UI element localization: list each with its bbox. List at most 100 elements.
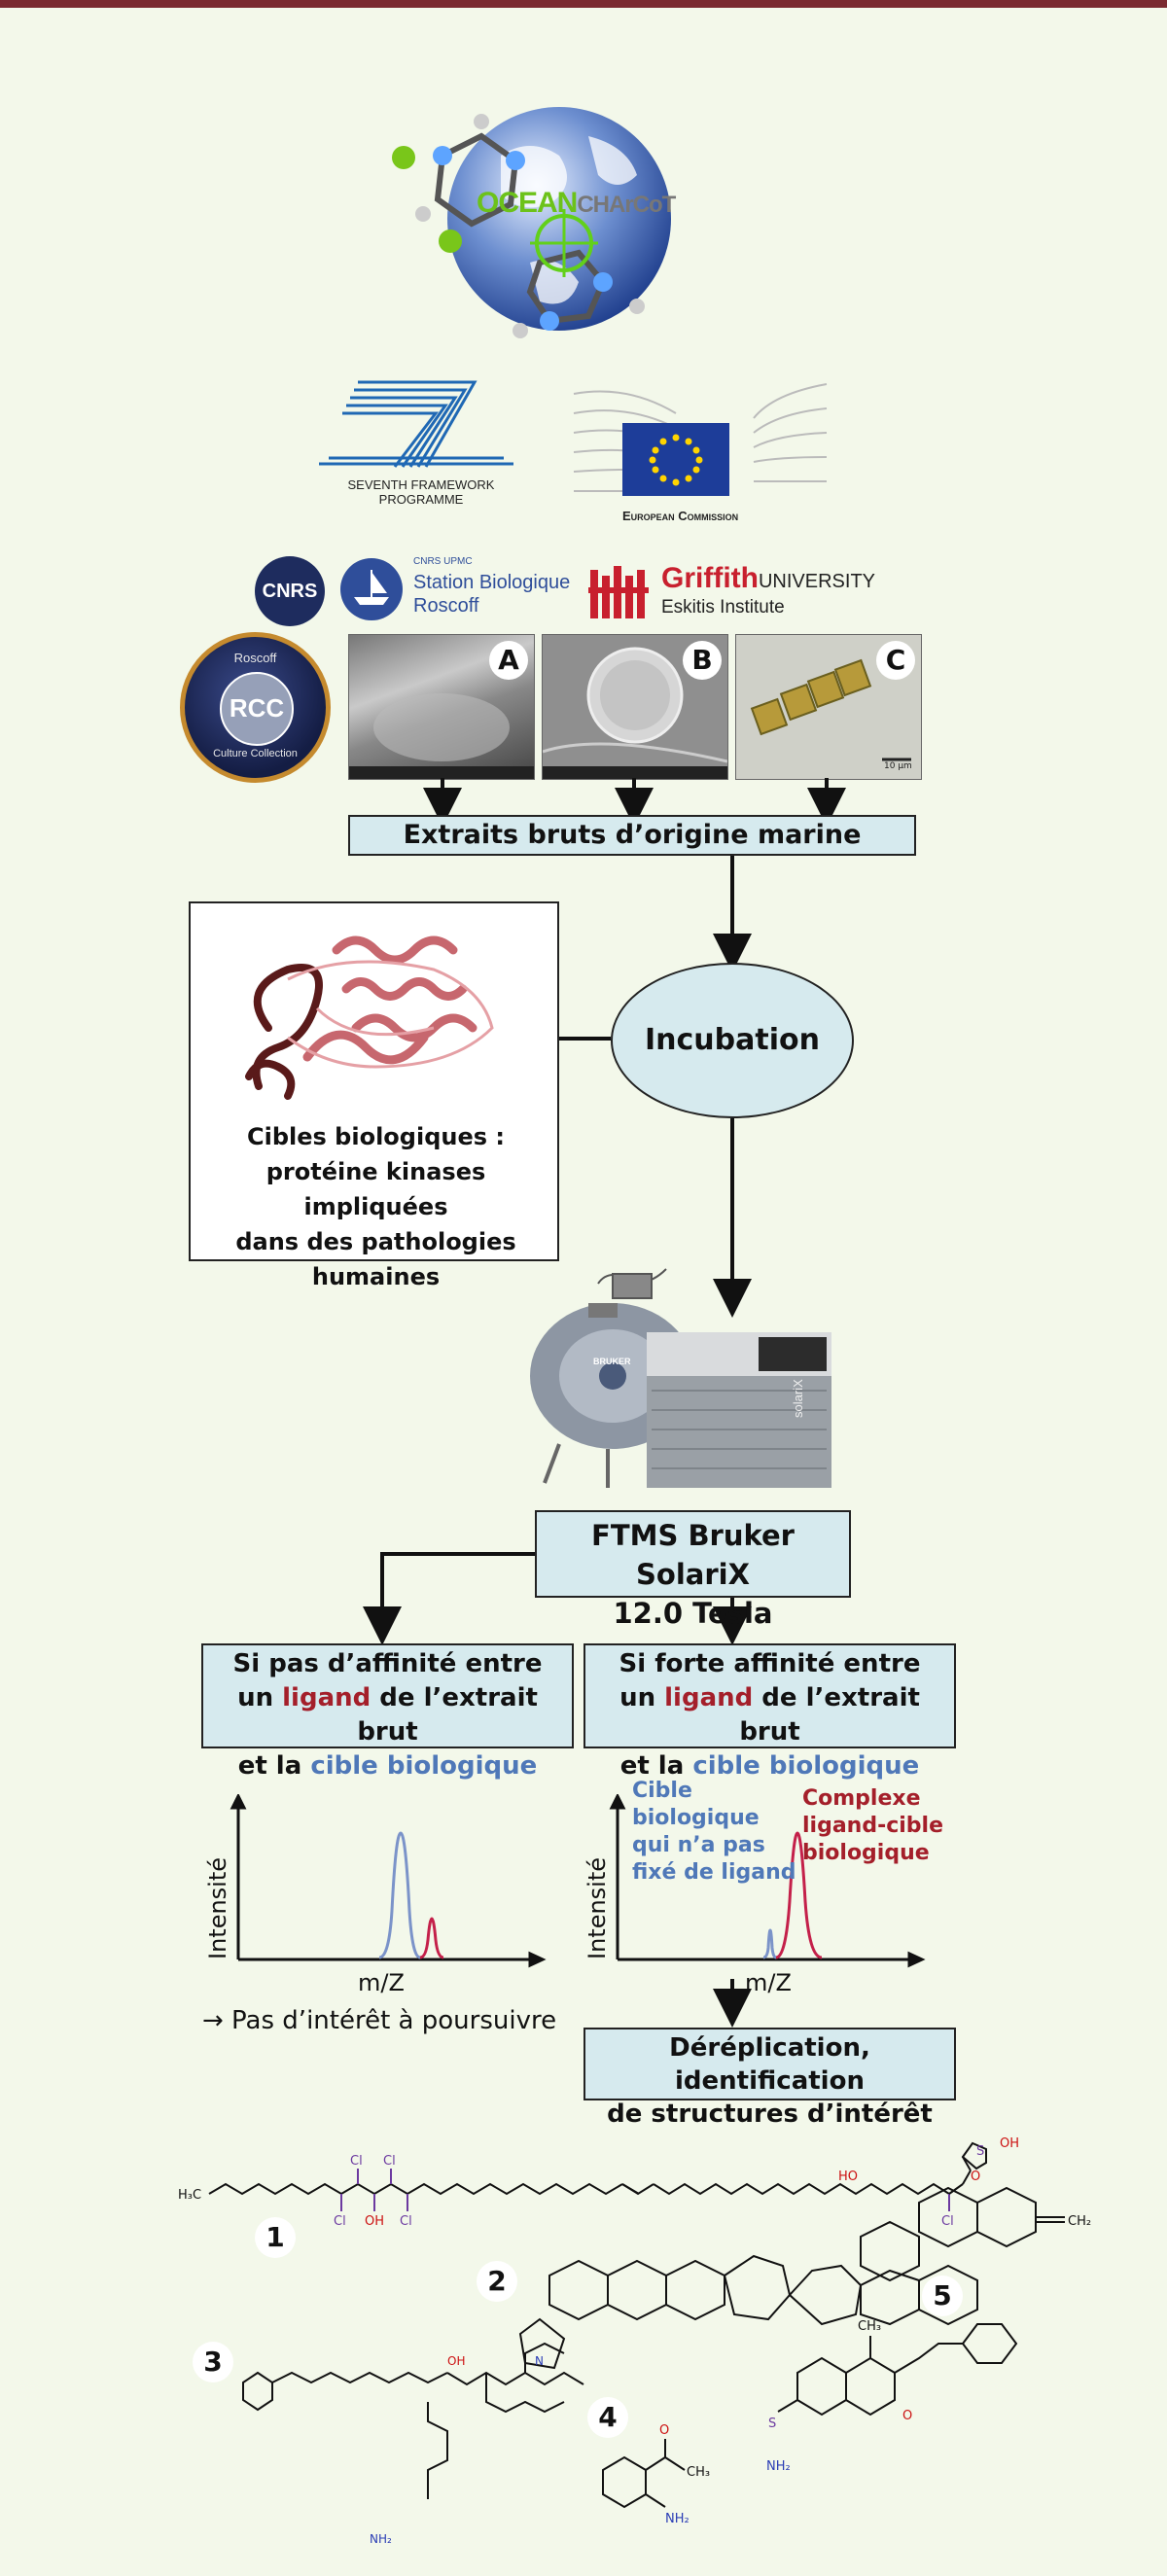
- c1-oh: OH: [365, 2214, 384, 2229]
- photo-c-label: C: [876, 641, 915, 680]
- dereplication-line2: de structures d’intérêt: [607, 2100, 933, 2129]
- c1-o: O: [971, 2170, 980, 2184]
- c1-cl5: Cl: [941, 2214, 954, 2229]
- blue-ann-1: Cible: [632, 1779, 692, 1803]
- compound-number-3: 3: [193, 2342, 233, 2382]
- c3-n: N: [535, 2354, 544, 2368]
- blue-ann-2: biologique: [632, 1806, 760, 1830]
- strong-affinity-cible: cible biologique: [692, 1751, 920, 1781]
- c2-ho: HO: [838, 2170, 858, 2184]
- no-affinity-l2c: de l’extrait brut: [357, 1683, 538, 1747]
- right-ylabel: Intensité: [584, 1857, 611, 1959]
- blue-ann-3: qui n’a pas: [632, 1833, 765, 1857]
- spectrum-chart-right: Intensité: [584, 1794, 926, 1968]
- c4-o: O: [659, 2423, 669, 2438]
- c3-oh: OH: [447, 2354, 465, 2368]
- dereplication-box: Déréplication, identification de structu…: [584, 2028, 956, 2129]
- top-bar: [0, 0, 1167, 8]
- compound-3-labels: OH N NH₂: [370, 2354, 544, 2546]
- left-peak-red: [419, 1917, 444, 1959]
- ocean-text: OCEAN: [477, 187, 578, 219]
- no-affinity-line1: Si pas d’affinité entre: [232, 1649, 543, 1678]
- dereplication-line1: Déréplication, identification: [669, 2033, 870, 2096]
- cc-ch3: CH₃: [858, 2319, 881, 2334]
- compound-4-labels: O CH₃ NH₂: [659, 2423, 710, 2526]
- cibles-box: Cibles biologiques : protéine kinases im…: [189, 901, 559, 1290]
- spectrum-chart-left: Intensité: [204, 1794, 547, 1968]
- protein-structure-icon: [245, 935, 494, 1100]
- instrument-label: solariX: [791, 1379, 805, 1418]
- no-affinity-l3a: et la: [237, 1751, 311, 1781]
- european-commission-label: European Commission: [622, 509, 739, 523]
- no-affinity-ligand: ligand: [282, 1683, 371, 1712]
- griffith-university: UNIVERSITY: [758, 571, 876, 592]
- c1-s: S: [976, 2144, 984, 2159]
- cc-o: O: [902, 2409, 912, 2423]
- c4-nh2: NH₂: [665, 2512, 690, 2526]
- incubation-node: Incubation: [611, 963, 854, 1118]
- instrument-brand: BRUKER: [593, 1357, 631, 1366]
- strong-affinity-l2a: un: [619, 1683, 665, 1712]
- station-emblem-icon: [340, 558, 403, 620]
- strong-affinity-l3a: et la: [619, 1751, 693, 1781]
- compound-2-labels: HO CH₂: [838, 2170, 1091, 2229]
- chemical-structures: H₃C Cl Cl Cl OH Cl Cl O S OH HO CH₂: [178, 2136, 1091, 2546]
- compound-2-5-structure: [518, 2186, 1065, 2370]
- c1-cl2: Cl: [383, 2154, 396, 2169]
- c1-h3c: H₃C: [178, 2188, 201, 2203]
- fp7-seven-icon: [319, 380, 513, 468]
- griffith-name: Griffith: [661, 562, 759, 594]
- c1-cl3: Cl: [334, 2214, 346, 2229]
- ftms-line2: 12.0 Tesla: [613, 1597, 773, 1630]
- red-ann-3: biologique: [802, 1841, 930, 1865]
- rcc-center-disc: RCC: [220, 672, 294, 746]
- photo-a-label: A: [489, 641, 528, 680]
- left-ylabel: Intensité: [204, 1857, 231, 1959]
- cnrs-logo: CNRS: [255, 556, 325, 626]
- left-note: → Pas d’intérêt à poursuivre: [202, 2006, 557, 2035]
- compound-coumarin-structure: [777, 2323, 1018, 2417]
- extraits-label: Extraits bruts d’origine marine: [403, 820, 862, 850]
- compound-1-labels: H₃C Cl Cl Cl OH Cl Cl O S OH: [178, 2136, 1019, 2229]
- strong-affinity-line1: Si forte affinité entre: [619, 1649, 921, 1678]
- station-line2: Roscoff: [413, 595, 479, 617]
- eu-building-icon: [573, 383, 828, 496]
- cibles-line4: humaines: [311, 1263, 441, 1290]
- photo-b: B: [542, 634, 728, 780]
- extraits-box: Extraits bruts d’origine marine: [348, 815, 916, 856]
- c1-cl4: Cl: [400, 2214, 412, 2229]
- right-xlabel: m/Z: [745, 1969, 792, 1996]
- ftms-instrument-image: BRUKER solariX: [520, 1264, 841, 1498]
- griffith-emblem-icon: [588, 566, 649, 618]
- left-peak-blue: [378, 1831, 421, 1959]
- right-peak-blue: [762, 1928, 777, 1959]
- red-ann-2: ligand-cible: [802, 1814, 944, 1838]
- station-small-label: CNRS UPMC: [413, 556, 473, 567]
- globe-icon: [392, 107, 671, 338]
- cc-nh2: NH₂: [766, 2459, 791, 2474]
- compound-number-4: 4: [587, 2397, 628, 2438]
- rcc-logo: Roscoff RCC Culture Collection: [180, 632, 331, 783]
- station-line1: Station Biologique: [413, 572, 571, 593]
- cibles-line3: dans des pathologies: [235, 1228, 516, 1255]
- blue-ann-4: fixé de ligand: [632, 1860, 796, 1885]
- c2-ch2: CH₂: [1068, 2214, 1091, 2229]
- rcc-bottom-label: Culture Collection: [213, 748, 298, 759]
- fp7-logo: SEVENTH FRAMEWORK PROGRAMME: [319, 374, 523, 520]
- european-commission-logo: European Commission: [569, 374, 831, 525]
- charcot-text: CHArCoT: [577, 192, 676, 218]
- arrow-to-left-box: [363, 1552, 535, 1645]
- right-blue-annotation: Cible biologique qui n’a pas fixé de lig…: [632, 1778, 796, 1887]
- compound-1-structure: [208, 2182, 623, 2196]
- coumarin-labels: CH₃ O S NH₂: [766, 2319, 912, 2474]
- right-red-annotation: Complexe ligand-cible biologique: [802, 1785, 943, 1867]
- c3-nh2: NH₂: [370, 2532, 392, 2546]
- strong-affinity-box: Si forte affinité entre un ligand de l’e…: [584, 1643, 956, 1781]
- photo-b-label: B: [683, 641, 722, 680]
- ftms-line1: FTMS Bruker SolariX: [591, 1519, 795, 1591]
- rcc-center-label: RCC: [229, 693, 285, 723]
- eu-stars-icon: [649, 434, 703, 486]
- compound-3-structure: [242, 2342, 584, 2499]
- strong-affinity-ligand: ligand: [664, 1683, 754, 1712]
